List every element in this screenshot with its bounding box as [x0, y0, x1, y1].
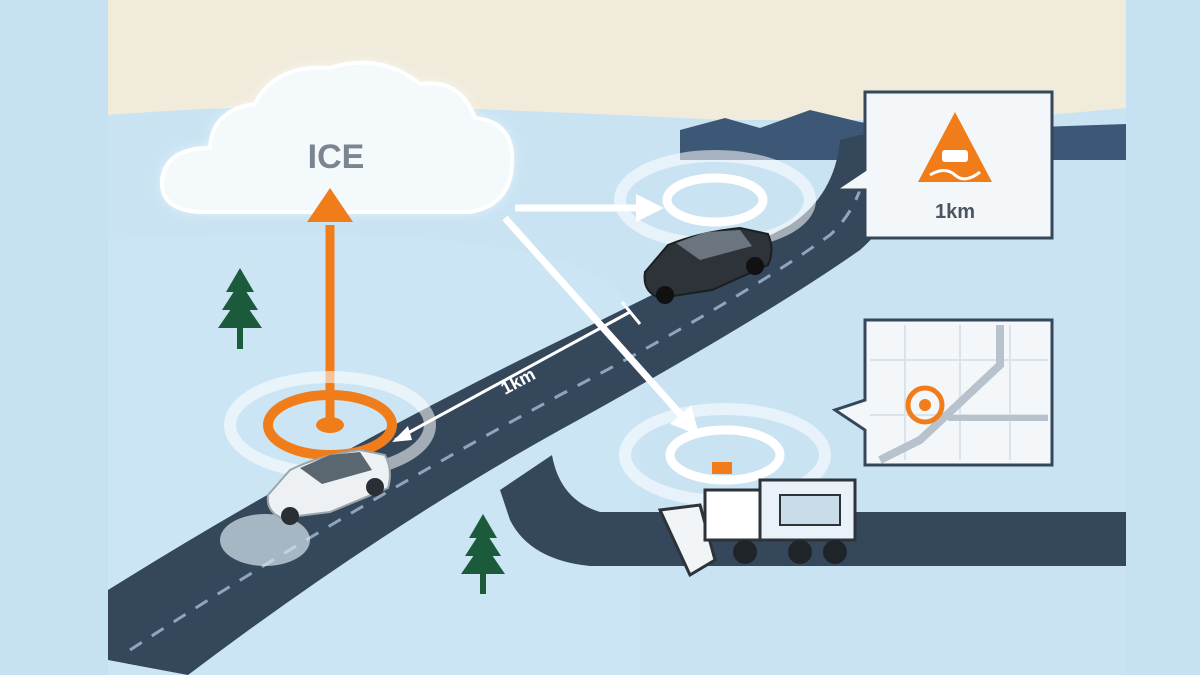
- arrow-to-snowplow: [502, 215, 700, 436]
- tree-icon: [461, 514, 505, 594]
- right-band: [1126, 0, 1200, 675]
- snowplow-truck: [657, 462, 857, 578]
- map-location-icon: [870, 325, 1048, 464]
- ice-cloud: ICE: [159, 60, 515, 214]
- side-road: [500, 455, 1126, 566]
- reporting-car: [266, 448, 391, 525]
- warning-bubble: 1km: [830, 90, 1054, 240]
- left-band: [0, 0, 108, 675]
- slippery-road-warning-icon: [918, 112, 992, 182]
- upload-arrow: [307, 188, 353, 420]
- warned-car: [643, 226, 773, 304]
- ice-patch: [220, 514, 310, 566]
- tree-icon: [218, 268, 262, 349]
- warning-distance-label: 1km: [935, 201, 975, 223]
- cloud-label: ICE: [308, 138, 365, 176]
- map-bubble: [831, 318, 1054, 467]
